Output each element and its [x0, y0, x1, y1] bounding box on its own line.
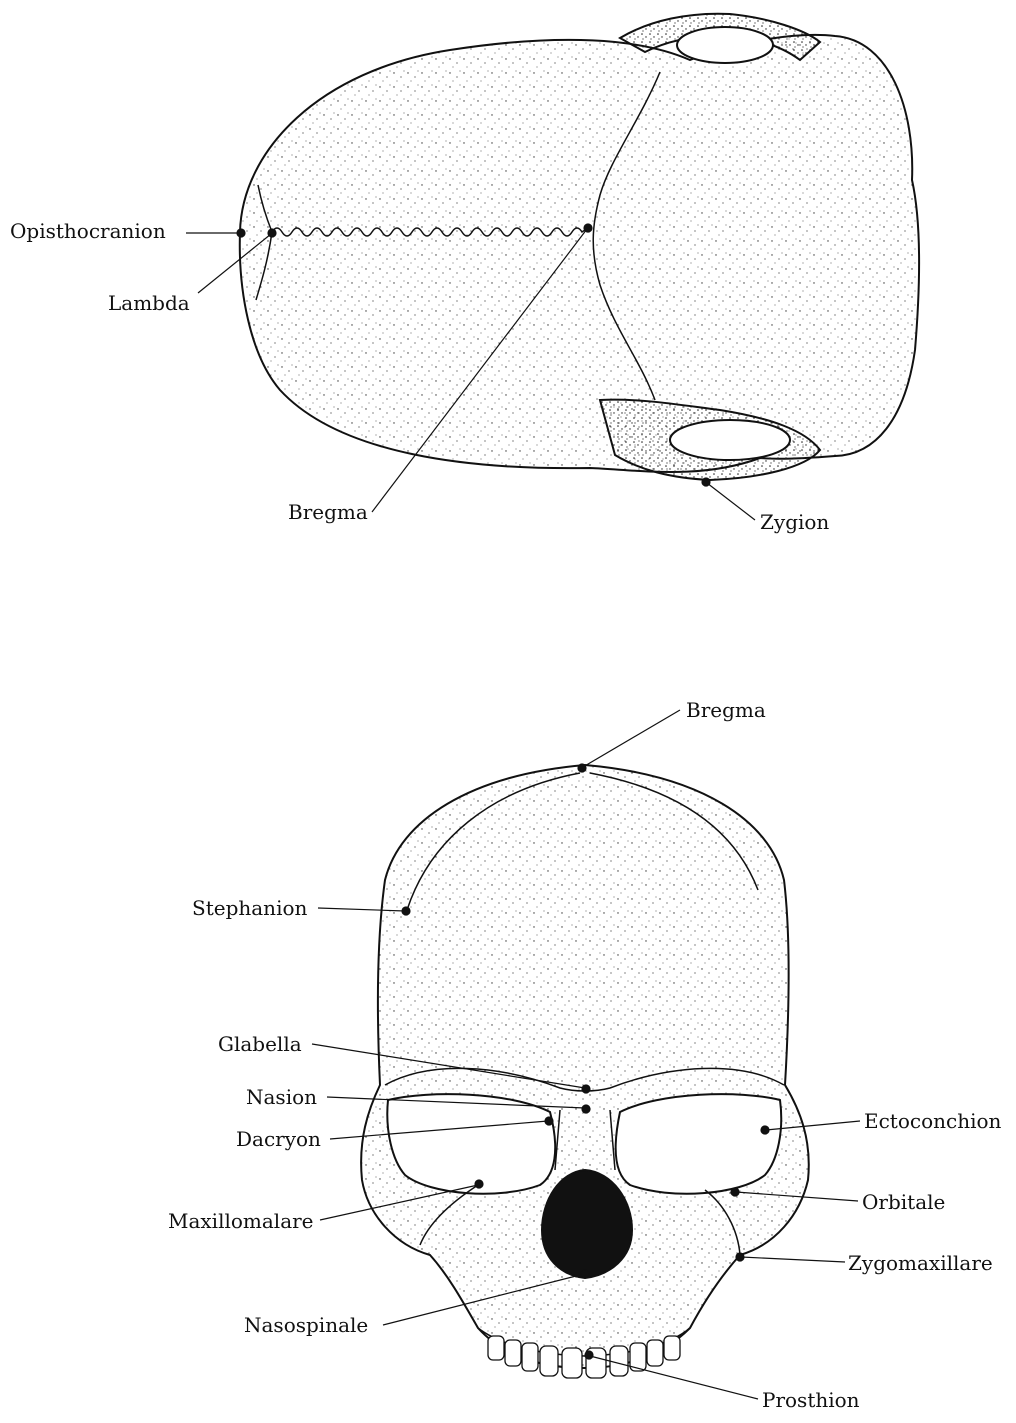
prosthion-point — [585, 1351, 593, 1359]
label-lambda: Lambda — [108, 293, 190, 313]
orbitale-point — [731, 1188, 739, 1196]
bregma-point-frontal — [578, 764, 586, 772]
label-nasion: Nasion — [246, 1087, 317, 1107]
label-bregma-superior: Bregma — [288, 502, 368, 522]
upper-temporal-opening — [677, 27, 773, 63]
label-glabella: Glabella — [218, 1034, 302, 1054]
right-orbit — [616, 1094, 782, 1194]
lower-temporal-opening — [670, 420, 790, 460]
zygomaxillare-point — [736, 1253, 744, 1261]
bregma-point-superior — [584, 224, 592, 232]
frontal-view-skull — [361, 765, 809, 1378]
superior-view-skull — [240, 14, 919, 480]
zygion-point — [702, 478, 710, 486]
nasion-point — [582, 1105, 590, 1113]
label-orbitale: Orbitale — [862, 1192, 945, 1212]
nasospinale-point — [581, 1270, 589, 1278]
label-nasospinale: Nasospinale — [244, 1315, 368, 1335]
label-ectoconchion: Ectoconchion — [864, 1111, 1001, 1131]
dacryon-point — [545, 1117, 553, 1125]
lambda-point — [268, 229, 276, 237]
label-stephanion: Stephanion — [192, 898, 307, 918]
label-opisthocranion: Opisthocranion — [10, 221, 166, 241]
glabella-point — [582, 1085, 590, 1093]
stephanion-point — [402, 907, 410, 915]
superior-vault-outline — [240, 35, 919, 472]
label-bregma-frontal: Bregma — [686, 700, 766, 720]
label-zygion: Zygion — [760, 512, 829, 532]
label-maxillomalare: Maxillomalare — [168, 1211, 314, 1231]
ectoconchion-point — [761, 1126, 769, 1134]
label-dacryon: Dacryon — [236, 1129, 321, 1149]
left-orbit — [387, 1094, 555, 1194]
opisthocranion-point — [237, 229, 245, 237]
label-zygomaxillare: Zygomaxillare — [848, 1253, 993, 1273]
maxillomalare-point — [475, 1180, 483, 1188]
label-prosthion: Prosthion — [762, 1390, 860, 1410]
